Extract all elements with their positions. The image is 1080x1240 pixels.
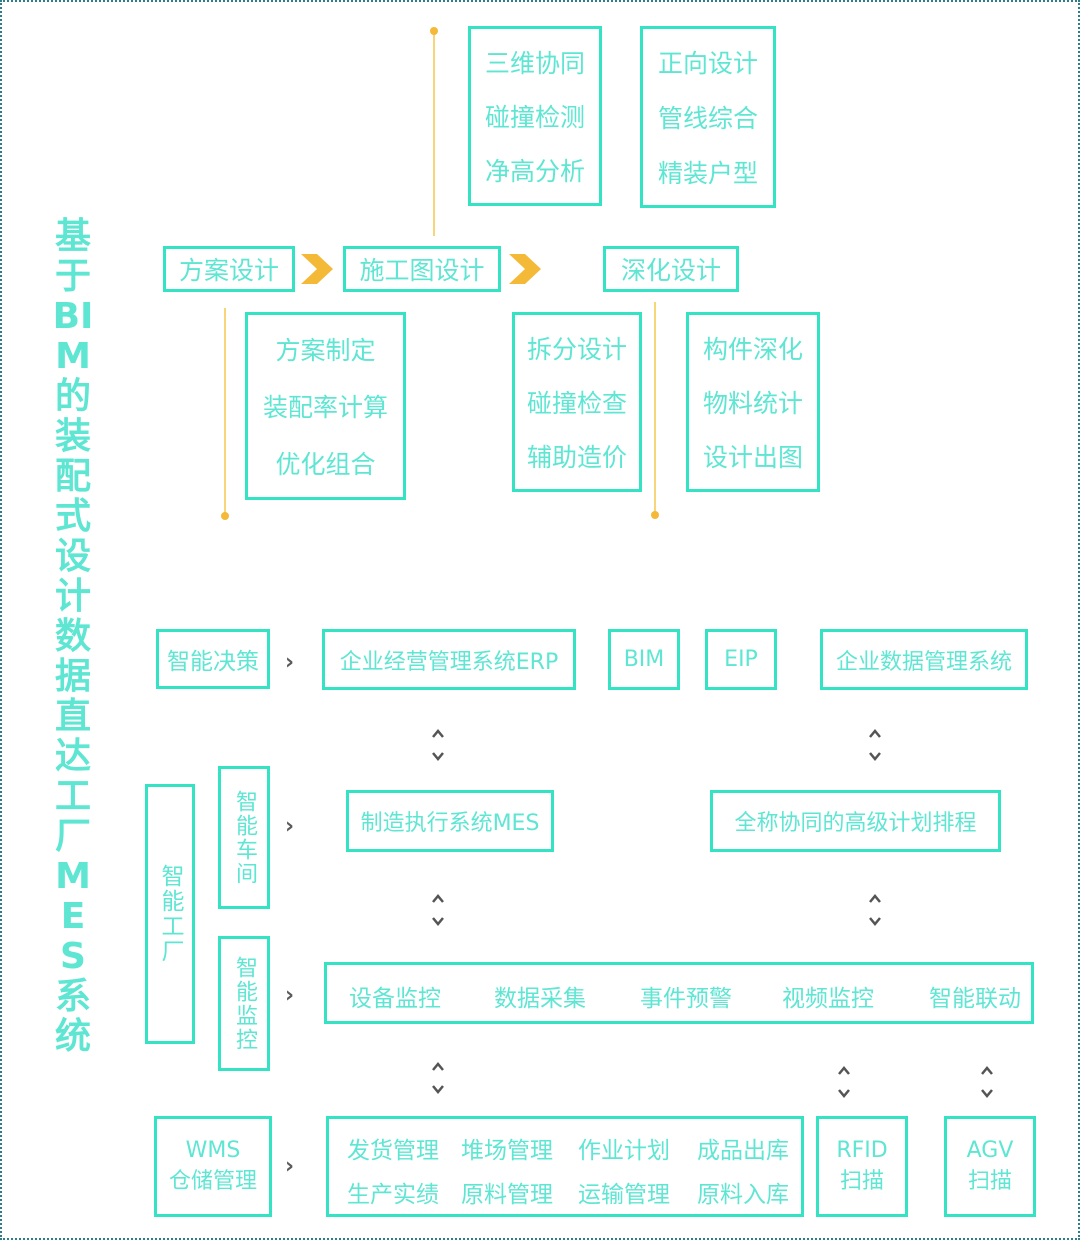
chevron-right-icon: › — [285, 1154, 295, 1179]
connector-line — [433, 30, 435, 236]
monitor-item: 事件预警 — [640, 986, 732, 1012]
agv-label-line1: AGV — [966, 1138, 1014, 1163]
smart-workshop-label: 智能车间 — [232, 789, 257, 886]
smart-decision-box: 智能决策 — [156, 629, 270, 689]
detail-item: 精装户型 — [657, 158, 758, 188]
monitor-item: 数据采集 — [494, 986, 586, 1012]
stage-construction-drawing: 施工图设计 — [343, 246, 501, 292]
wms-item: 发货管理 — [347, 1138, 439, 1164]
wms-label-line2: 仓储管理 — [168, 1169, 257, 1194]
double-chevron-vertical-icon — [432, 729, 444, 761]
detail-box-forward-design: 正向设计 管线综合 精装户型 — [640, 26, 776, 208]
mes-system-box: 制造执行系统MES — [346, 790, 554, 852]
chevron-right-icon — [509, 254, 541, 284]
rfid-box: RFID 扫描 — [816, 1116, 908, 1217]
smart-monitor-box: 智能监控 — [218, 936, 270, 1071]
aps-system-box: 全称协同的高级计划排程 — [710, 790, 1001, 852]
connector-line — [224, 308, 226, 516]
connector-dot — [651, 511, 659, 519]
detail-box-collaboration: 三维协同 碰撞检测 净高分析 — [468, 26, 602, 206]
detail-box-component: 构件深化 物料统计 设计出图 — [686, 312, 820, 492]
data-management-box: 企业数据管理系统 — [820, 629, 1028, 690]
double-chevron-vertical-icon — [838, 1066, 850, 1098]
wms-box: WMS 仓储管理 — [154, 1116, 272, 1217]
bim-box: BIM — [608, 629, 680, 690]
detail-item: 辅助造价 — [526, 443, 627, 472]
detail-item: 拆分设计 — [526, 335, 627, 364]
wms-item: 运输管理 — [578, 1182, 670, 1208]
agv-box: AGV 扫描 — [944, 1116, 1036, 1217]
detail-item: 净高分析 — [484, 157, 585, 186]
chevron-right-icon: › — [285, 983, 295, 1008]
smart-factory-box: 智能工厂 — [145, 784, 195, 1044]
detail-item: 正向设计 — [657, 49, 758, 79]
diagram-title: 基于BIM的装配式设计数据直达工厂MES系统 — [52, 216, 94, 1057]
connector-dot — [430, 27, 438, 35]
monitor-item: 视频监控 — [782, 986, 874, 1012]
chevron-right-icon: › — [285, 814, 295, 839]
wms-item: 生产实绩 — [347, 1182, 439, 1208]
stage-scheme-design: 方案设计 — [163, 246, 295, 292]
wms-item: 原料入库 — [697, 1182, 789, 1208]
detail-box-scheme: 方案制定 装配率计算 优化组合 — [245, 312, 406, 500]
rfid-label-line1: RFID — [836, 1138, 888, 1163]
smart-factory-label: 智能工厂 — [157, 864, 183, 964]
stage-deepening-design: 深化设计 — [603, 246, 739, 292]
double-chevron-vertical-icon — [869, 894, 881, 926]
erp-system-box: 企业经营管理系统ERP — [322, 629, 576, 690]
detail-item: 方案制定 — [275, 336, 376, 366]
wms-item: 原料管理 — [461, 1182, 553, 1208]
detail-item: 三维协同 — [484, 49, 585, 78]
detail-item: 设计出图 — [702, 443, 803, 472]
detail-item: 管线综合 — [657, 103, 758, 133]
wms-item: 成品出库 — [697, 1138, 789, 1164]
double-chevron-vertical-icon — [432, 894, 444, 926]
rfid-label-line2: 扫描 — [839, 1169, 884, 1194]
detail-item: 装配率计算 — [262, 392, 388, 422]
double-chevron-vertical-icon — [869, 729, 881, 761]
detail-item: 优化组合 — [275, 449, 376, 479]
double-chevron-vertical-icon — [981, 1066, 993, 1098]
monitor-item: 智能联动 — [929, 986, 1021, 1012]
agv-label-line2: 扫描 — [967, 1169, 1012, 1194]
connector-dot — [221, 512, 229, 520]
detail-item: 碰撞检测 — [484, 103, 585, 132]
wms-item: 堆场管理 — [461, 1138, 553, 1164]
chevron-right-icon: › — [285, 650, 295, 675]
detail-item: 构件深化 — [702, 335, 803, 364]
chevron-right-icon — [301, 254, 333, 284]
detail-item: 碰撞检查 — [526, 389, 627, 418]
smart-workshop-box: 智能车间 — [218, 766, 270, 909]
eip-box: EIP — [705, 629, 777, 690]
smart-monitor-label: 智能监控 — [232, 955, 257, 1052]
detail-item: 物料统计 — [702, 389, 803, 418]
wms-item: 作业计划 — [578, 1138, 670, 1164]
detail-box-split: 拆分设计 碰撞检查 辅助造价 — [512, 312, 642, 492]
wms-items-box: 发货管理 堆场管理 作业计划 成品出库 生产实绩 原料管理 运输管理 原料入库 — [326, 1116, 804, 1217]
wms-label-line1: WMS — [185, 1138, 241, 1163]
monitor-item: 设备监控 — [349, 986, 441, 1012]
double-chevron-vertical-icon — [432, 1062, 444, 1094]
monitor-items-box: 设备监控 数据采集 事件预警 视频监控 智能联动 — [324, 962, 1034, 1024]
connector-line — [654, 302, 656, 514]
